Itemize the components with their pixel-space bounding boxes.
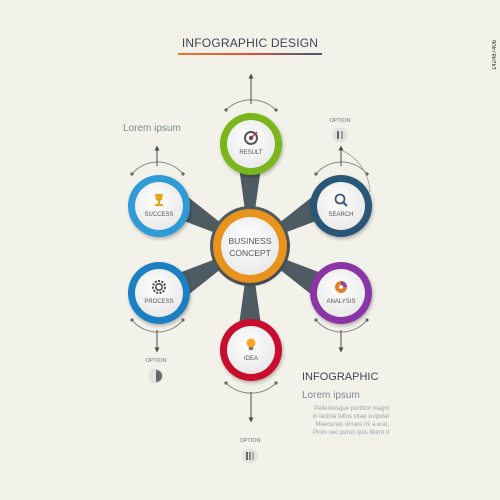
node-analysis: ANALYSIS: [310, 262, 372, 324]
magnifier-icon: [334, 193, 348, 207]
connector-arrows: [130, 73, 371, 423]
node-label: SUCCESS: [144, 212, 173, 218]
trophy-icon: [155, 194, 163, 206]
info-body-line: in lacinia tellus vitae vulputat: [312, 414, 389, 420]
node-idea: IDEA: [220, 319, 282, 381]
gear-icon: [152, 280, 166, 294]
node-search: SEARCH: [310, 175, 372, 237]
lightbulb-icon: [246, 338, 256, 350]
node-success: SUCCESS: [128, 175, 190, 237]
center-node: [213, 209, 287, 283]
node-result: RESULT: [220, 113, 282, 175]
page-title: INFOGRAPHIC DESIGN: [181, 36, 319, 50]
lorem-heading: Lorem ipsum: [123, 123, 181, 134]
info-body-line: Pellentesque porttitor magni: [314, 406, 389, 412]
option-label-process: OPTION: [145, 358, 167, 364]
info-title: INFOGRAPHIC: [302, 371, 379, 383]
option-label-idea: OPTION: [239, 438, 261, 444]
center-label-line1: BUSINESS: [229, 236, 272, 246]
title-underline: [178, 53, 322, 55]
stock-id-watermark: 142487406: [492, 40, 498, 71]
node-label: SEARCH: [328, 212, 353, 218]
option-icon: [332, 127, 348, 143]
center-label-line2: CONCEPT: [229, 248, 271, 258]
info-body: Pellentesque porttitor magni in lacinia …: [297, 405, 389, 437]
info-subtitle: Lorem ipsum: [302, 390, 360, 401]
node-process: PROCESS: [128, 262, 190, 324]
option-label-search: OPTION: [329, 118, 351, 124]
node-label: PROCESS: [144, 299, 173, 305]
option-icon: [148, 368, 164, 384]
option-icon: [242, 448, 258, 464]
node-label: RESULT: [239, 150, 263, 156]
info-body-line: Proin nec purus quis libero d: [312, 430, 389, 436]
target-icon: [244, 131, 258, 145]
node-label: IDEA: [244, 356, 258, 362]
info-body-line: Maecenas ornare mi a erat,: [315, 422, 389, 428]
pie-chart-icon: [335, 281, 347, 293]
node-label: ANALYSIS: [327, 299, 356, 305]
